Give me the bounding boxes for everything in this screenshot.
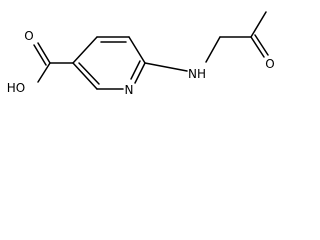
atom-label-carbonyl-oxygen: O bbox=[24, 29, 33, 43]
atom-label-ketone-oxygen: O bbox=[265, 57, 274, 71]
bond-ring-c6-n bbox=[134, 62, 146, 84]
bond-carbonyl-c-ch3 bbox=[250, 11, 267, 38]
bond-ketone-c-o-double-a bbox=[250, 36, 265, 58]
bond-ring-c5-c6 bbox=[128, 36, 146, 64]
chemical-structure: O HO N NH O bbox=[7, 11, 275, 97]
atom-label-ring-nitrogen: N bbox=[125, 83, 134, 97]
bond-ring-c2-c3-inner bbox=[78, 62, 100, 85]
bond-nh-ch2 bbox=[205, 36, 221, 63]
bond-ring-c6-n-inner bbox=[130, 60, 141, 80]
bond-cooh-c-o-double-a bbox=[37, 42, 51, 64]
bond-c6-nh bbox=[144, 62, 188, 72]
atom-label-amine-nh: NH bbox=[188, 67, 206, 81]
bond-cooh-c-oh bbox=[37, 62, 51, 83]
bond-ring-c2-c3 bbox=[72, 62, 98, 90]
atom-label-hydroxyl: HO bbox=[7, 81, 25, 95]
bond-ring-c3-c4 bbox=[72, 36, 98, 64]
bond-ketone-c-o-double-b bbox=[254, 34, 269, 56]
bond-cooh-c-o-double-b bbox=[33, 44, 47, 66]
